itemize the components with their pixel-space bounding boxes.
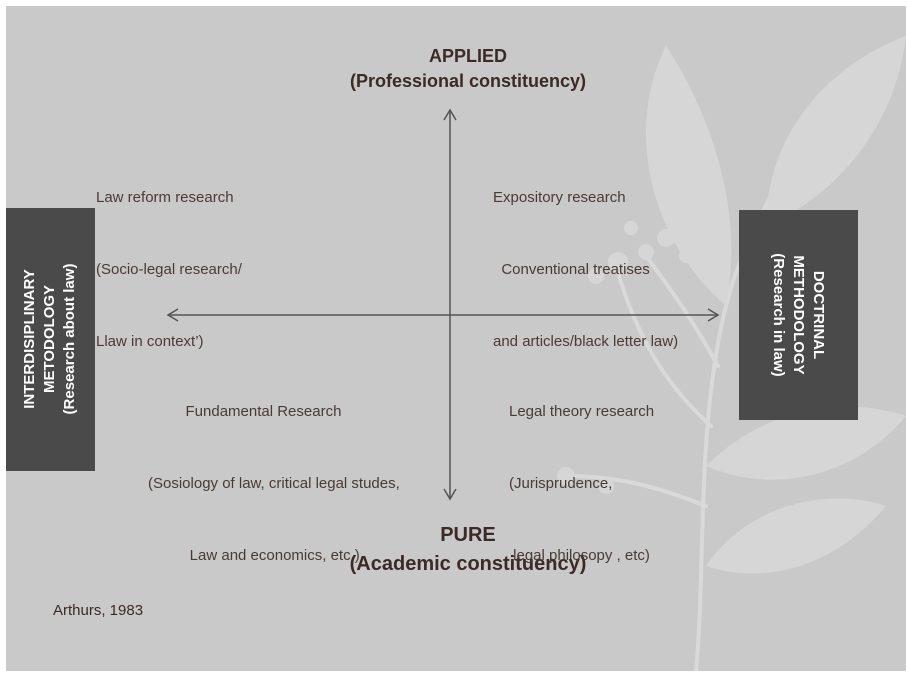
slide: APPLIED (Professional constituency) PURE…: [6, 6, 906, 671]
axis-left-line2: METODOLOGY: [41, 284, 58, 394]
axis-right-box: DOCTRINAL METHODOLOGY (Research in law): [739, 210, 858, 420]
arrow-up: [443, 108, 457, 121]
quadrant-text: (Socio-legal research/: [96, 261, 242, 278]
quadrant-top-right: Expository research Conventional treatis…: [493, 138, 678, 402]
quadrant-text: Law and economics, etc ): [148, 547, 360, 564]
axis-right-line1: DOCTRINAL: [810, 270, 827, 360]
quadrant-text: Expository research: [493, 189, 626, 206]
quadrant-text: Law reform research: [96, 189, 234, 206]
quadrant-axes: [166, 108, 720, 501]
arrow-right: [707, 308, 720, 322]
axis-right-line3: (Research in law): [770, 253, 787, 377]
plant-decoration: [557, 36, 906, 671]
axis-bottom-title: PURE: [440, 524, 496, 546]
arrow-down: [443, 488, 457, 501]
axis-left-line3: (Research about law): [61, 263, 78, 415]
citation: Arthurs, 1983: [53, 602, 144, 619]
arrow-left: [166, 308, 179, 322]
quadrant-text: (Jurisprudence,: [509, 475, 613, 492]
quadrant-text: and articles/black letter law): [493, 333, 679, 350]
quadrant-text: Llaw in context’): [96, 333, 204, 350]
quadrant-text: Legal theory research: [509, 403, 655, 420]
quadrant-text: (Sosiology of law, critical legal studes…: [148, 475, 400, 492]
axis-top-subtitle: (Professional constituency): [349, 71, 587, 91]
quadrant-text: legal philosopy , etc): [509, 547, 650, 564]
axis-left-box: INTERDISIPLINARY METODOLOGY (Research ab…: [6, 208, 95, 471]
quadrant-bottom-left: Fundamental Research (Sosiology of law, …: [148, 352, 400, 616]
quadrant-bottom-right: Legal theory research (Jurisprudence, le…: [509, 352, 654, 616]
axis-bottom-label: PURE (Academic constituency): [268, 521, 668, 579]
quadrant-text: Fundamental Research: [148, 403, 342, 420]
axis-left-line1: INTERDISIPLINARY: [21, 269, 38, 409]
axis-top-title: APPLIED: [428, 46, 507, 66]
axis-bottom-subtitle: (Academic constituency): [349, 553, 587, 575]
quadrant-top-left: Law reform research (Socio-legal researc…: [96, 138, 242, 402]
axis-top-label: APPLIED (Professional constituency): [268, 44, 668, 94]
axis-right-line2: METHODOLOGY: [790, 255, 807, 375]
quadrant-text: Conventional treatises: [493, 261, 650, 278]
